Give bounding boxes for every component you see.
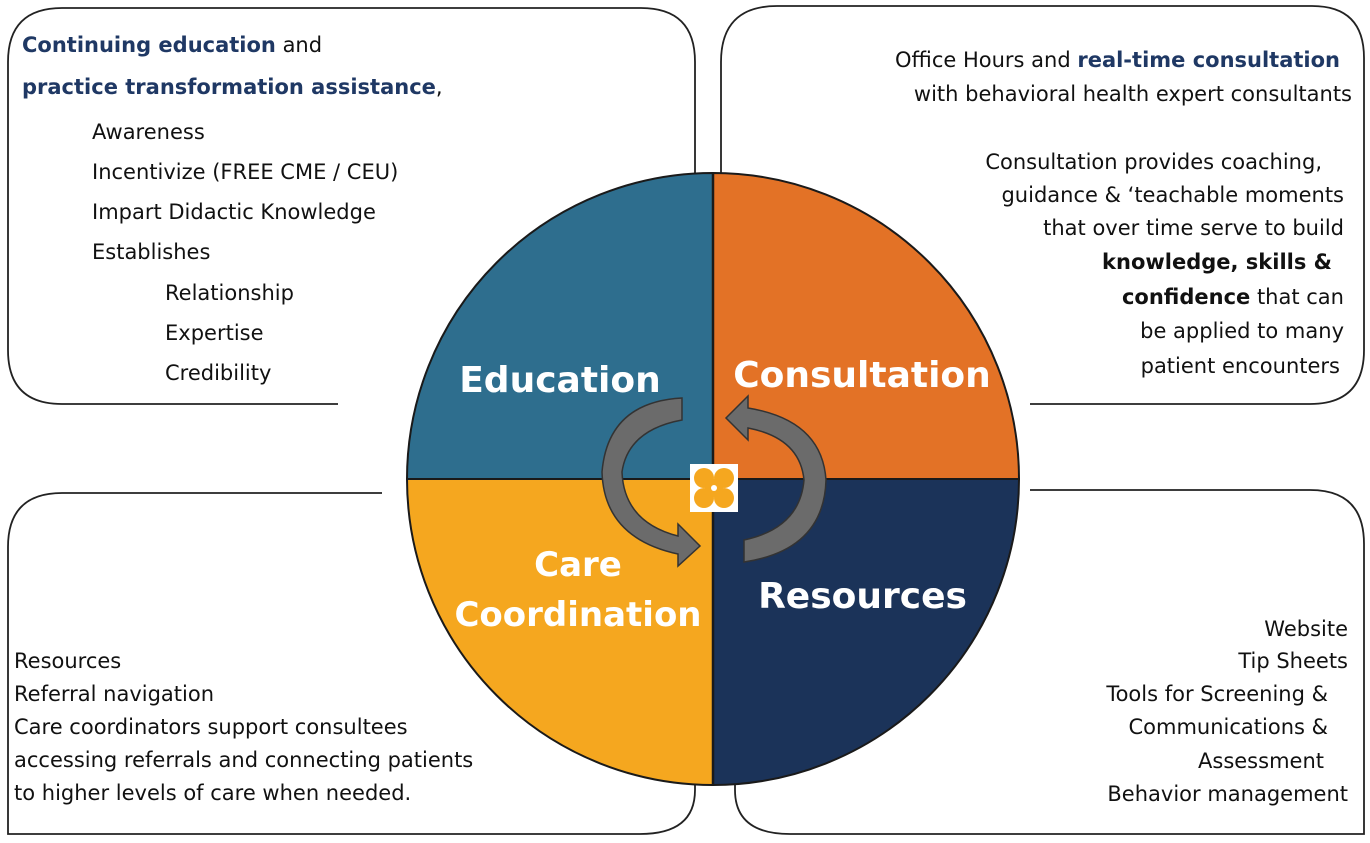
consultation-tail-1: be applied to many <box>1140 319 1344 343</box>
care-coordination-quadrant <box>405 478 714 787</box>
education-panel-frame <box>7 7 696 405</box>
consultation-label: Consultation <box>733 355 991 396</box>
consultation-line2: with behavioral health expert consultant… <box>913 82 1352 106</box>
office-hours-text: Office Hours and <box>894 48 1078 72</box>
resources-panel-frame <box>734 489 1365 835</box>
education-label: Education <box>459 360 661 401</box>
education-quadrant <box>405 171 714 480</box>
consultation-panel-frame <box>720 5 1365 405</box>
care-line-higher-levels: to higher levels of care when needed. <box>14 781 412 805</box>
care-coordination-label: Care Coordination <box>448 540 708 640</box>
care-line-coordinators: Care coordinators support consultees <box>14 715 408 739</box>
cycle-arrow-right <box>724 394 827 563</box>
education-item-incentivize: Incentivize (FREE CME / CEU) <box>92 160 399 184</box>
heading-and-text: and <box>275 33 323 57</box>
care-label-line1: Care <box>534 545 622 585</box>
resources-line-communications: Communications & <box>1128 715 1328 739</box>
consultation-line1: Office Hours and real-time consultation <box>895 45 1340 75</box>
care-panel-frame <box>7 492 696 835</box>
consultation-tail-2: patient encounters <box>1140 354 1340 378</box>
education-item-didactic: Impart Didactic Knowledge <box>92 200 376 224</box>
consultation-bold-line2: confidence that can <box>1122 282 1344 312</box>
resources-line-website: Website <box>1264 617 1348 641</box>
care-line-accessing: accessing referrals and connecting patie… <box>14 748 474 772</box>
education-subitem-credibility: Credibility <box>165 361 272 385</box>
poppy-flower-icon <box>690 464 738 512</box>
care-label-line2: Coordination <box>454 595 702 635</box>
heading-comma: , <box>435 75 443 99</box>
resources-label: Resources <box>758 576 967 617</box>
consultation-para-1: Consultation provides coaching, <box>985 150 1322 174</box>
education-heading-line2: practice transformation assistance, <box>22 72 443 102</box>
resources-quadrant <box>712 478 1021 787</box>
consultation-para-3: that over time serve to build <box>1043 216 1344 240</box>
education-item-establishes: Establishes <box>92 240 211 264</box>
care-line-resources: Resources <box>14 649 122 673</box>
resources-line-tip-sheets: Tip Sheets <box>1238 649 1348 673</box>
resources-line-behavior: Behavior management <box>1107 782 1348 806</box>
practice-transformation-text: practice transformation assistance <box>22 75 436 99</box>
education-heading-line1: Continuing education and <box>22 30 322 60</box>
education-item-awareness: Awareness <box>92 120 205 144</box>
consultation-quadrant <box>712 171 1021 480</box>
consultation-para-2: guidance & ‘teachable moments <box>1001 183 1344 207</box>
that-can-text: that can <box>1250 285 1344 309</box>
education-subitem-expertise: Expertise <box>165 321 264 345</box>
care-line-referral-navigation: Referral navigation <box>14 682 215 706</box>
education-subitem-relationship: Relationship <box>165 281 294 305</box>
resources-line-assessment: Assessment <box>1198 749 1324 773</box>
cycle-arrow-left <box>601 397 702 568</box>
real-time-consultation-text: real-time consultation <box>1077 48 1340 72</box>
continuing-education-text: Continuing education <box>22 33 276 57</box>
resources-line-tools: Tools for Screening & <box>1106 682 1328 706</box>
consultation-bold-line1: knowledge, skills & <box>1102 250 1332 274</box>
confidence-text: confidence <box>1121 285 1251 309</box>
